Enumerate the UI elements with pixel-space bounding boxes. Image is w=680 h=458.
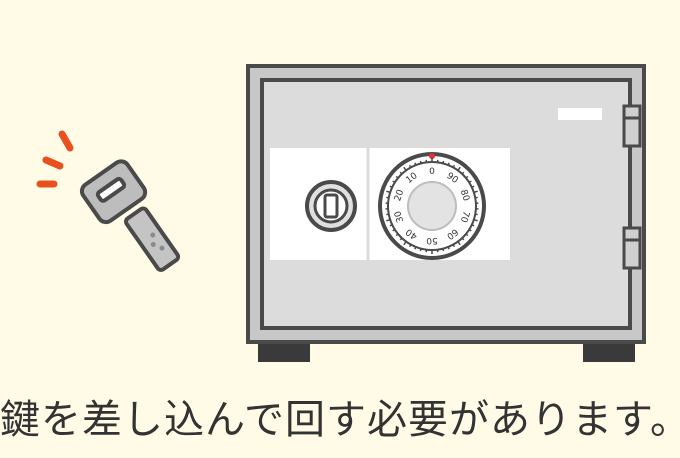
dial-tick <box>471 185 475 188</box>
dial-tick <box>457 241 461 246</box>
dial-tick <box>392 180 396 184</box>
caption: 鍵を差し込んで回す必要があります。 <box>0 397 680 443</box>
dial-tick <box>471 224 475 227</box>
dial-tick <box>403 166 407 171</box>
dial-tick <box>389 185 393 188</box>
dial-tick <box>473 190 478 194</box>
dial-tick <box>475 196 478 199</box>
keyhole-icon <box>305 180 357 232</box>
dial-tick <box>447 246 450 250</box>
dial-number: 80 <box>458 189 471 203</box>
dial-tick <box>468 180 472 184</box>
dial-tick <box>403 241 407 246</box>
dial-tick <box>447 162 450 166</box>
dial-tick <box>395 175 399 179</box>
dial-tick <box>457 166 461 171</box>
safe-label-plate <box>558 108 602 120</box>
dial-tick <box>386 213 389 216</box>
dial-tick <box>408 244 412 248</box>
dial-number: 50 <box>426 235 438 245</box>
dial-tick <box>461 237 465 241</box>
dial-tick <box>386 218 391 222</box>
dial-tick <box>414 162 417 166</box>
key-icon <box>79 159 181 272</box>
motion-lines-icon <box>36 130 74 188</box>
dial-tick <box>461 171 465 175</box>
dial-tick <box>419 160 422 164</box>
dial-tick <box>386 190 391 194</box>
dial-tick <box>419 248 422 252</box>
dial-tick <box>473 218 478 222</box>
dial-tick <box>399 171 403 175</box>
dial-tick <box>389 224 393 227</box>
dial-tick <box>468 228 472 232</box>
dial-tick <box>392 228 396 232</box>
dial-tick <box>475 213 478 216</box>
dial-ticks <box>385 158 479 254</box>
dial-tick <box>408 164 412 168</box>
dial-marker <box>429 153 435 159</box>
dial-tick <box>399 237 403 241</box>
dial-number: 30 <box>393 209 406 223</box>
dial-tick <box>452 164 456 168</box>
dial-tick <box>465 233 469 237</box>
safe-hinge <box>622 104 642 270</box>
dial-number: 70 <box>458 210 471 224</box>
dial-tick <box>395 233 399 237</box>
dial-tick <box>465 175 469 179</box>
dial-number: 20 <box>393 188 406 202</box>
dial-knob <box>407 181 457 231</box>
dial-tick <box>386 196 389 199</box>
dial-tick <box>452 244 456 248</box>
dial-tick <box>442 248 445 252</box>
dial-tick <box>414 246 417 250</box>
dial-number: 0 <box>429 167 435 177</box>
dial-tick <box>442 160 445 164</box>
